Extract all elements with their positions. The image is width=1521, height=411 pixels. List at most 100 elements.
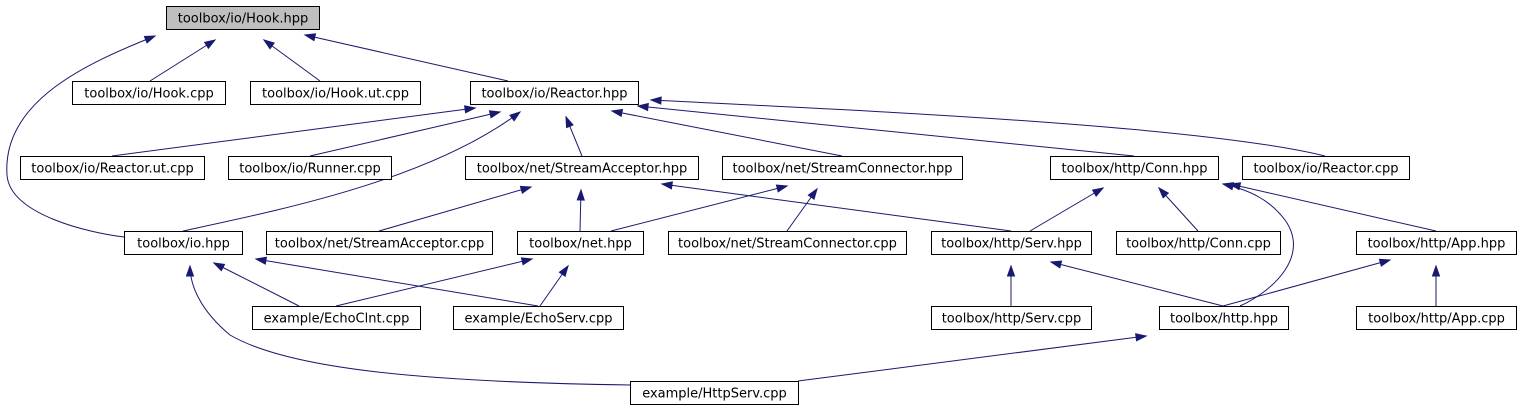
node-box [1356,306,1517,330]
node-serv-hpp[interactable]: toolbox/http/Serv.hpp [931,231,1092,255]
node-box [517,231,644,255]
edge-scon_cpp-to-scon_hpp [786,187,818,232]
arrowhead-icon [1157,186,1170,199]
edge-line [1222,259,1391,307]
arrowhead-icon [1431,264,1441,277]
arrowhead-icon [660,181,673,190]
node-conn-cpp[interactable]: toolbox/http/Conn.cpp [1116,231,1281,255]
node-label: toolbox/http/Serv.hpp [941,237,1082,252]
edge-io_hpp-to-reactor_hpp [182,111,522,232]
node-label: example/EchoClnt.cpp [264,312,410,327]
arrowhead-icon [649,96,662,105]
node-label: toolbox/net.hpp [529,237,632,252]
arrowhead-icon [203,39,217,50]
node-runner-cpp[interactable]: toolbox/io/Runner.cpp [228,156,392,180]
node-box [1159,306,1289,330]
node-box [1050,156,1219,180]
node-reactor-cpp[interactable]: toolbox/io/Reactor.cpp [1242,156,1410,180]
node-label: toolbox/net/StreamConnector.hpp [733,162,953,177]
arrowhead-icon [775,184,789,193]
edge-http_hpp-to-conn_hpp [1221,182,1294,307]
node-reactor-ut[interactable]: toolbox/io/Reactor.ut.cpp [20,156,205,180]
node-httpserv[interactable]: example/HttpServ.cpp [630,381,799,405]
arrowhead-icon [565,115,574,129]
edge-line [182,111,521,232]
node-net-hpp[interactable]: toolbox/net.hpp [517,231,644,255]
node-box [252,306,421,330]
edge-sacc_hpp-to-reactor_hpp [565,115,583,157]
node-label: toolbox/net/StreamAcceptor.hpp [477,162,688,177]
edge-app_hpp-to-conn_hpp [1228,182,1437,232]
node-label: example/EchoServ.cpp [465,312,613,327]
edge-line [1050,261,1224,307]
node-box [668,231,907,255]
node-box [124,231,243,255]
edge-net_hpp-to-scon_hpp [610,184,789,232]
edge-httpserv-to-http_hpp [797,333,1148,382]
node-conn-hpp[interactable]: toolbox/http/Conn.hpp [1050,156,1219,180]
arrowhead-icon [576,188,585,201]
node-scon-hpp[interactable]: toolbox/net/StreamConnector.hpp [722,156,963,180]
edge-line [213,262,300,307]
node-box [20,156,205,180]
edge-echoserv-to-io_hpp [254,256,539,307]
node-app-hpp[interactable]: toolbox/http/App.hpp [1356,231,1517,255]
edge-sacc_cpp-to-sacc_hpp [378,185,533,232]
arrowhead-icon [1091,187,1105,197]
edge-echoclnt-to-net_hpp [335,257,534,307]
node-box [1116,231,1281,255]
node-label: toolbox/io/Reactor.ut.cpp [31,162,193,177]
node-sacc-cpp[interactable]: toolbox/net/StreamAcceptor.cpp [266,231,493,255]
node-box [453,306,624,330]
node-label: toolbox/http/App.cpp [1368,312,1505,327]
arrowhead-icon [610,108,624,118]
node-hook-ut[interactable]: toolbox/io/Hook.ut.cpp [250,81,421,105]
arrowhead-icon [464,105,477,114]
node-label: toolbox/http/App.hpp [1368,237,1506,252]
node-reactor-hpp[interactable]: toolbox/io/Reactor.hpp [470,81,639,105]
arrowhead-icon [807,187,818,200]
arrowhead-icon [520,257,534,266]
edge-line [149,39,216,82]
edge-line [304,34,509,82]
arrowhead-icon [509,111,522,122]
node-hook-hpp[interactable]: toolbox/io/Hook.hpp [166,6,320,30]
arrowhead-icon [262,39,275,50]
node-label: toolbox/io/Runner.cpp [239,162,381,177]
edges-layer [6,33,1441,386]
edge-line [1029,187,1104,232]
node-box [470,81,639,105]
edge-app_cpp-to-app_hpp [1431,264,1441,306]
edge-httpserv-to-io_hpp [185,264,631,386]
node-echoclnt[interactable]: example/EchoClnt.cpp [252,306,421,330]
edge-line [378,186,532,232]
arrowhead-icon [488,110,502,119]
node-box [465,156,699,180]
node-hook-cpp[interactable]: toolbox/io/Hook.cpp [72,81,226,105]
node-box [166,6,320,30]
node-label: toolbox/http/Serv.cpp [942,312,1082,327]
node-scon-cpp[interactable]: toolbox/net/StreamConnector.cpp [668,231,907,255]
arrowhead-icon [636,102,649,112]
node-sacc-hpp[interactable]: toolbox/net/StreamAcceptor.hpp [465,156,699,180]
nodes-layer: toolbox/io/Hook.hpp toolbox/io/Hook.cpp to… [20,6,1517,405]
arrowhead-icon [185,264,195,277]
arrowhead-icon [1006,264,1016,277]
node-label: toolbox/io/Hook.ut.cpp [262,87,409,102]
node-echoserv[interactable]: example/EchoServ.cpp [453,306,624,330]
node-label: toolbox/net/StreamAcceptor.cpp [275,237,484,252]
node-app-cpp[interactable]: toolbox/http/App.cpp [1356,306,1517,330]
node-io-hpp[interactable]: toolbox/io.hpp [124,231,243,255]
node-box [228,156,392,180]
edge-line [335,258,533,307]
edge-line [637,105,1135,157]
edge-line [1229,183,1437,232]
arrowhead-icon [1378,258,1392,267]
node-serv-cpp[interactable]: toolbox/http/Serv.cpp [931,306,1092,330]
arrowhead-icon [254,256,268,265]
node-http-hpp[interactable]: toolbox/http.hpp [1159,306,1289,330]
arrowhead-icon [212,262,226,272]
arrowhead-icon [558,264,569,278]
edge-reactor_cpp-to-reactor_hpp [649,96,1326,157]
edge-line [797,335,1147,382]
